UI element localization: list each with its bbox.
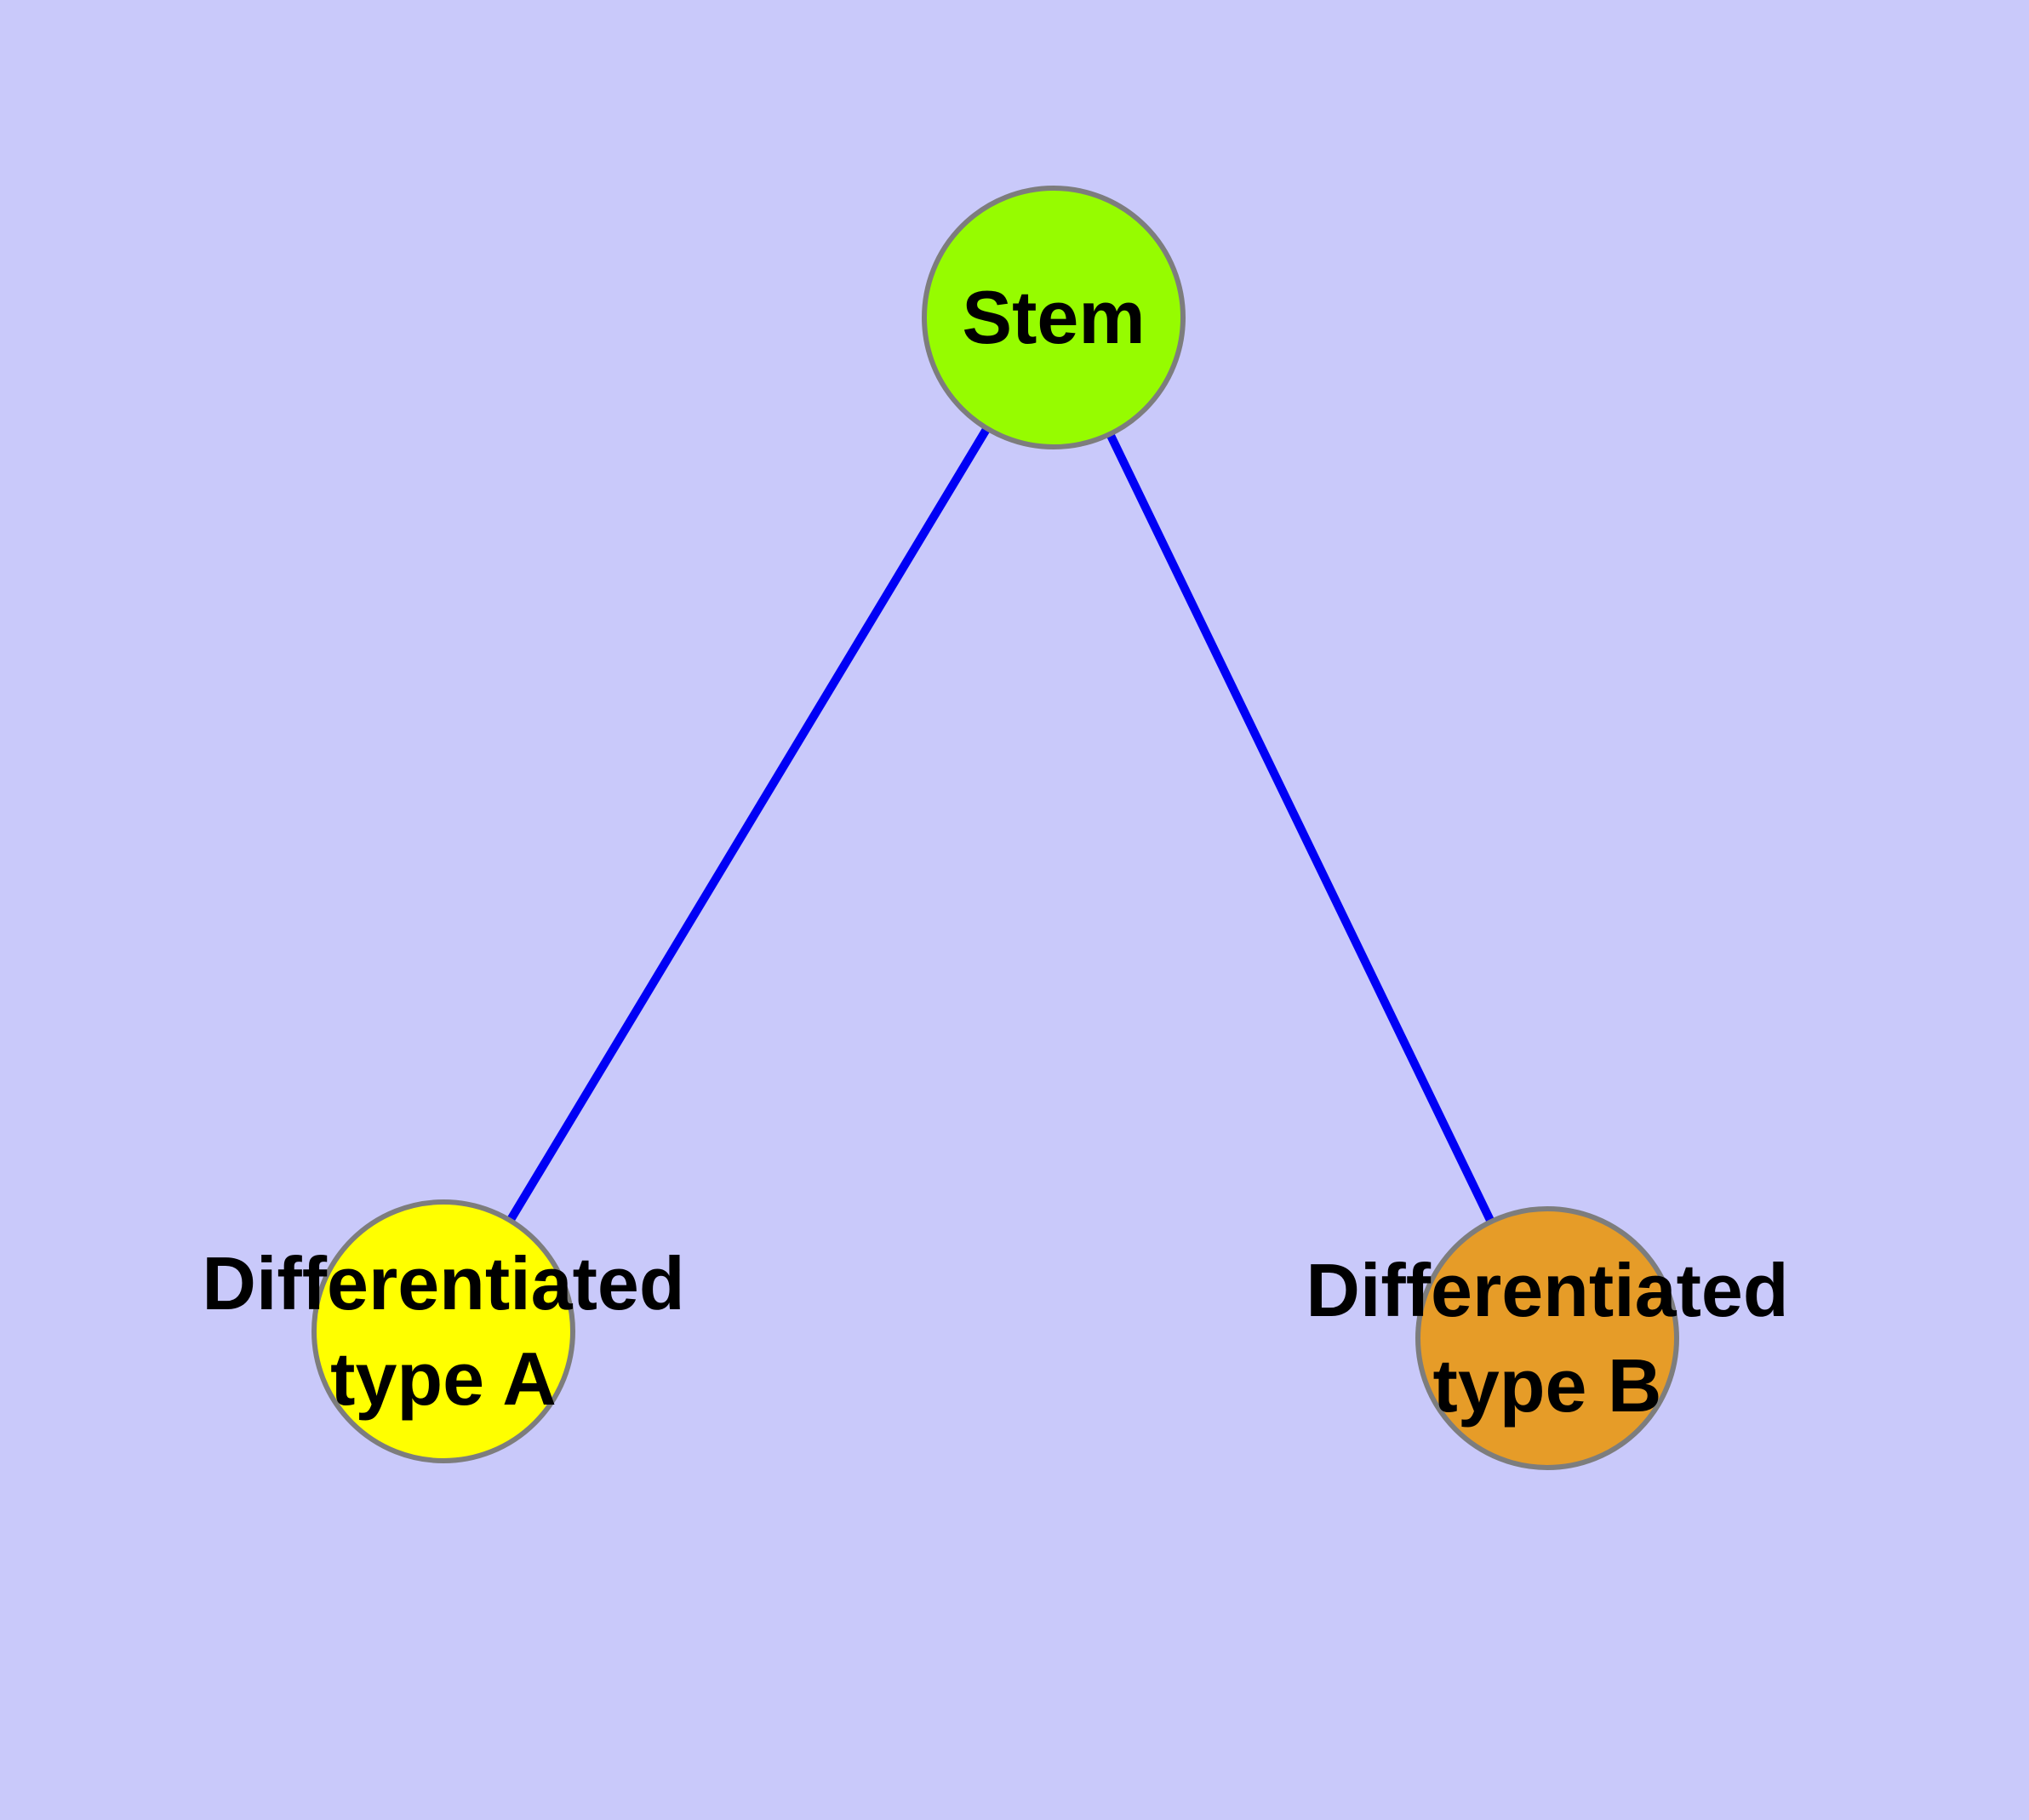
edge-stem-to-type-a [439, 313, 1058, 1336]
node-stem-circle [922, 186, 1186, 449]
node-type-b-circle [1415, 1206, 1679, 1470]
edge-stem-to-type-b [1049, 313, 1552, 1342]
node-type-a-circle [311, 1199, 575, 1463]
